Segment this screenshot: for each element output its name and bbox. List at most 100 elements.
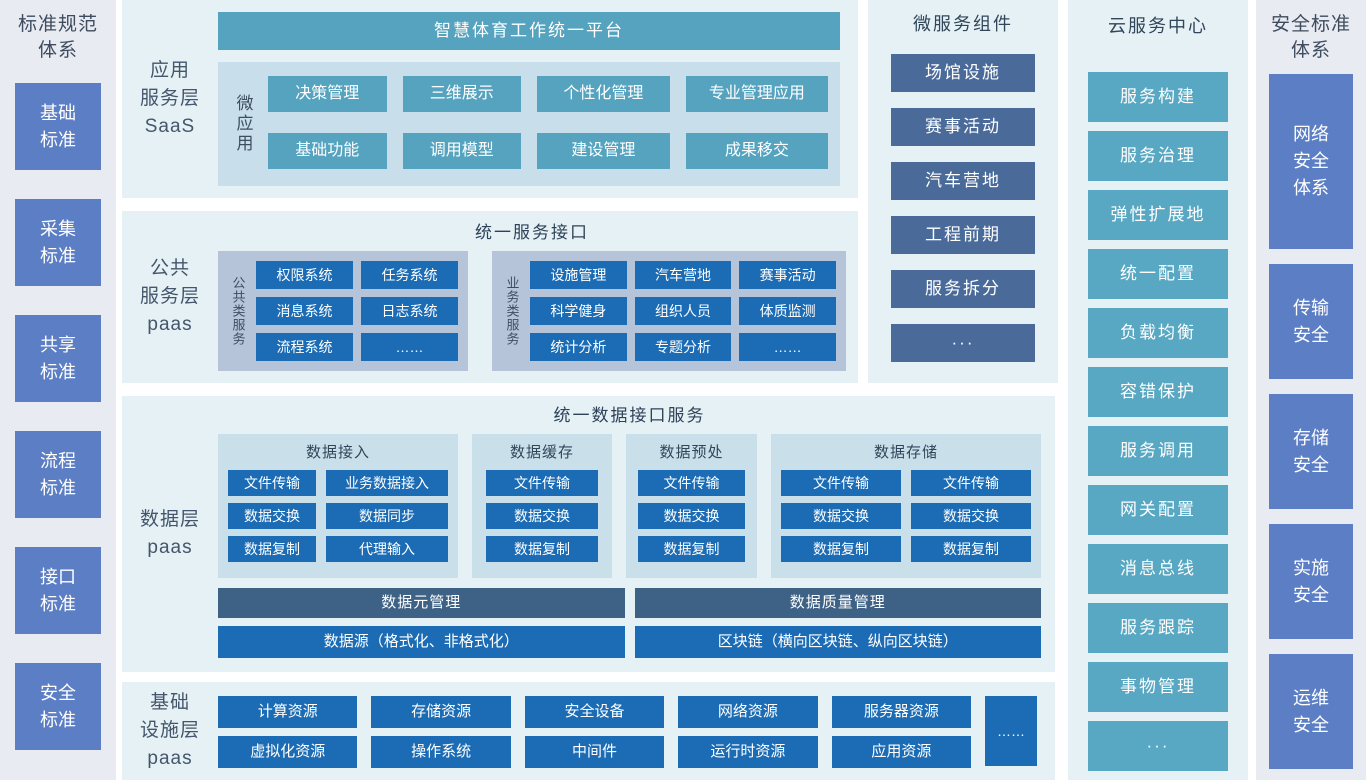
app-service-layer-panel: 应用 服务层 SaaS 智慧体育工作统一平台 微应用 决策管理 三维展示 个性化… [122,0,858,198]
app-layer-label: 应用 服务层 SaaS [139,60,200,137]
cloud-service-box: 服务构建 [1088,72,1228,122]
infra-box: 网络资源 [678,696,818,728]
data-box: 数据交换 [781,503,901,529]
infra-box: 虚拟化资源 [218,736,358,768]
standard-box-sharing: 共享 标准 [15,315,101,402]
data-storage-group: 数据存储 文件传输 文件传输 数据交换 数据交换 数据复制 数据复制 [771,434,1041,578]
infra-box: 应用资源 [831,736,972,768]
data-box: 文件传输 [781,470,901,496]
micro-app-box: 决策管理 [268,76,387,112]
data-box: 数据交换 [911,503,1031,529]
micro-app-box: 成果移交 [685,133,828,169]
data-box: 文件传输 [228,470,316,496]
service-box: 组织人员 [634,297,732,325]
micro-app-box: 基础功能 [268,133,387,169]
data-box: 数据交换 [638,503,745,529]
security-box-network: 网络 安全 体系 [1269,74,1353,249]
infra-box: 服务器资源 [831,696,972,728]
unified-data-interface-title: 统一数据接口服务 [553,406,706,425]
data-box: 数据复制 [781,536,901,562]
micro-apps-vertical-label: 微应用 [233,94,253,154]
service-box: 流程系统 [256,333,353,361]
blockchain-bar: 区块链（横向区块链、纵向区块链） [634,626,1041,658]
data-box: 业务数据接入 [326,470,448,496]
infra-layer-label: 基础 设施层 paas [139,692,200,769]
standard-box-security: 安全 标准 [15,663,101,750]
microservice-box: 场馆设施 [891,54,1035,92]
security-sidebar-title: 安全标准 体系 [1270,14,1351,61]
data-layer-panel: 数据层 paas 统一数据接口服务 数据接入 文件传输 业务数据接入 数据交换 … [122,396,1055,672]
microservice-box: 汽车营地 [891,162,1035,200]
service-box: 日志系统 [361,297,458,325]
service-box: 赛事活动 [739,261,836,289]
micro-apps-container: 微应用 决策管理 三维展示 个性化管理 专业管理应用 基础功能 调用模型 建设管… [218,62,840,186]
data-box: 数据复制 [638,536,745,562]
cloud-service-box: 服务治理 [1088,131,1228,181]
platform-header-bar: 智慧体育工作统一平台 [218,12,840,50]
infrastructure-layer-panel: 基础 设施层 paas 计算资源 存储资源 安全设备 网络资源 服务器资源 虚拟… [122,682,1055,780]
cloud-service-box: 消息总线 [1088,544,1228,594]
standard-box-collection: 采集 标准 [15,199,101,286]
data-box: 代理输入 [326,536,448,562]
cloud-service-box: 负载均衡 [1088,308,1228,358]
security-box-storage: 存储 安全 [1269,394,1353,509]
common-services-vertical-label: 公共类服务 [230,276,246,346]
data-quality-bar: 数据质量管理 [634,588,1041,618]
service-box: 任务系统 [361,261,458,289]
infra-box: 中间件 [524,736,665,768]
standards-sidebar: 标准规范 体系 基础 标准 采集 标准 共享 标准 流程 标准 接口 标准 安全… [0,0,116,780]
micro-app-box: 专业管理应用 [685,76,828,112]
business-services-vertical-label: 业务类服务 [504,276,520,346]
service-box: 体质监测 [739,297,836,325]
service-box: 消息系统 [256,297,353,325]
infra-box: 操作系统 [371,736,511,768]
data-box: 数据复制 [911,536,1031,562]
public-layer-label: 公共 服务层 paas [139,258,200,335]
service-box: 专题分析 [634,333,732,361]
data-layer-label: 数据层 paas [139,509,200,558]
data-preprocess-group: 数据预处 文件传输 数据交换 数据复制 [626,434,757,578]
public-service-layer-panel: 公共 服务层 paas 统一服务接口 公共类服务 权限系统 任务系统 消息系统 … [122,211,858,383]
micro-app-box: 个性化管理 [537,76,670,112]
infra-box: 计算资源 [218,696,358,728]
infra-box: 安全设备 [524,696,665,728]
service-box: 科学健身 [530,297,627,325]
data-box: 数据交换 [228,503,316,529]
data-box: 数据同步 [326,503,448,529]
security-box-operations: 运维 安全 [1269,654,1353,769]
cloud-service-box: 网关配置 [1088,485,1228,535]
data-box: 数据复制 [486,536,598,562]
security-standards-sidebar: 安全标准 体系 网络 安全 体系 传输 安全 存储 安全 实施 安全 运维 安全 [1256,0,1366,780]
cloud-service-box: 容错保护 [1088,367,1228,417]
microservice-components-title: 微服务组件 [913,14,1013,34]
data-cache-group: 数据缓存 文件传输 数据交换 数据复制 [472,434,612,578]
data-source-bar: 数据源（格式化、非格式化） [218,626,625,658]
cloud-service-box: 事物管理 [1088,662,1228,712]
service-box: 汽车营地 [634,261,732,289]
data-access-group: 数据接入 文件传输 业务数据接入 数据交换 数据同步 数据复制 代理输入 [218,434,458,578]
service-box: 设施管理 [530,261,627,289]
cloud-service-box: 弹性扩展地 [1088,190,1228,240]
data-box: 数据复制 [228,536,316,562]
data-meta-bar: 数据元管理 [218,588,625,618]
micro-apps-grid: 决策管理 三维展示 个性化管理 专业管理应用 基础功能 调用模型 建设管理 成果… [268,76,828,172]
microservice-box: 服务拆分 [891,270,1035,308]
standards-title-line: 体系 [37,40,78,61]
microservice-box: 赛事活动 [891,108,1035,146]
cloud-service-box: 统一配置 [1088,249,1228,299]
microservice-components-column: 微服务组件 场馆设施 赛事活动 汽车营地 工程前期 服务拆分 ··· [868,0,1058,383]
security-box-implementation: 实施 安全 [1269,524,1353,639]
data-box: 文件传输 [638,470,745,496]
cloud-service-box-more: ··· [1088,721,1228,771]
infra-more-box: …… [985,696,1037,766]
standard-box-basic: 基础 标准 [15,83,101,170]
cloud-service-center-column: 云服务中心 服务构建 服务治理 弹性扩展地 统一配置 负载均衡 容错保护 服务调… [1068,0,1248,780]
business-services-group: 业务类服务 设施管理 汽车营地 赛事活动 科学健身 组织人员 体质监测 统计分析… [492,251,846,371]
micro-app-box: 建设管理 [537,133,670,169]
unified-service-interface-title: 统一服务接口 [475,223,589,242]
infra-box: 运行时资源 [678,736,818,768]
data-box: 数据交换 [486,503,598,529]
standards-title-line: 标准规范 [17,14,98,35]
service-box: 权限系统 [256,261,353,289]
